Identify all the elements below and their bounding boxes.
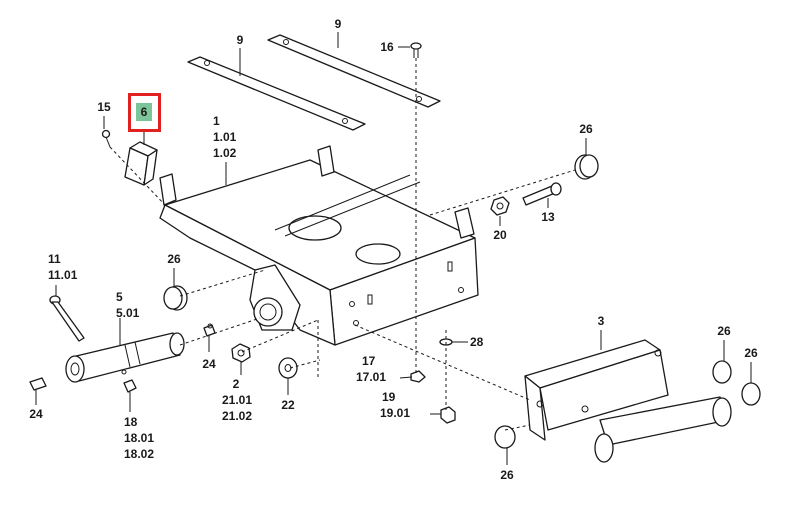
- nut-part-20[interactable]: [490, 196, 510, 216]
- washer-part-22[interactable]: [278, 357, 298, 379]
- callout-17[interactable]: 17: [362, 354, 376, 368]
- frame-part-1[interactable]: [159, 145, 479, 346]
- bushing-part-26-left[interactable]: [163, 285, 188, 311]
- callout-26-bottom[interactable]: 26: [500, 468, 514, 482]
- callout-19[interactable]: 19: [382, 390, 396, 404]
- bolt-part-11[interactable]: [49, 295, 85, 342]
- callout-16[interactable]: 16: [380, 40, 394, 54]
- strip-part-9-left[interactable]: [187, 56, 366, 131]
- callout-18[interactable]: 18: [124, 415, 138, 429]
- callout-21-01[interactable]: 21.01: [222, 393, 253, 407]
- callout-15[interactable]: 15: [97, 100, 111, 114]
- assembly-line-26-left: [179, 269, 266, 297]
- assembly-line-3: [354, 324, 531, 401]
- callout-20[interactable]: 20: [493, 228, 507, 242]
- assembly-line-washer: [289, 359, 321, 369]
- pin-part-5[interactable]: [65, 332, 185, 383]
- callout-26-left[interactable]: 26: [167, 252, 181, 266]
- block-part-6[interactable]: [124, 141, 158, 186]
- callout-5-01[interactable]: 5.01: [116, 306, 140, 320]
- callout-26-right-a[interactable]: 26: [717, 324, 731, 338]
- assembly-line-26-bottom: [504, 424, 531, 431]
- callout-21-02[interactable]: 21.02: [222, 409, 253, 423]
- screw-part-15[interactable]: [101, 129, 111, 148]
- callout-11-01[interactable]: 11.01: [48, 268, 78, 282]
- callout-26-top-right[interactable]: 26: [579, 122, 593, 136]
- callout-9-left[interactable]: 9: [236, 33, 244, 47]
- assembly-line-15: [109, 146, 166, 206]
- nut-part-2[interactable]: [231, 343, 251, 363]
- callout-18-02[interactable]: 18.02: [124, 447, 155, 461]
- assembly-line-nut-2: [241, 319, 319, 353]
- callout-22[interactable]: 22: [281, 398, 295, 412]
- bushing-part-26-bottom[interactable]: [494, 425, 516, 449]
- assembly-line-13: [429, 169, 576, 216]
- bushing-part-26-right-b[interactable]: [741, 382, 761, 406]
- callout-5[interactable]: 5: [116, 290, 123, 304]
- callout-2[interactable]: 2: [232, 377, 240, 391]
- callout-28[interactable]: 28: [470, 335, 484, 349]
- bolt-part-18[interactable]: [123, 379, 137, 393]
- callout-26-right-b[interactable]: 26: [744, 346, 758, 360]
- bolt-part-13[interactable]: [522, 182, 562, 206]
- bushing-part-26-top-right[interactable]: [574, 154, 599, 180]
- nut-part-17[interactable]: [410, 370, 426, 383]
- callout-11[interactable]: 11: [48, 252, 61, 266]
- callout-24-middle[interactable]: 24: [202, 357, 216, 371]
- callout-6[interactable]: 6: [140, 105, 148, 119]
- bracket-part-3[interactable]: [524, 339, 732, 463]
- callout-24-left[interactable]: 24: [29, 407, 43, 421]
- callout-1-01[interactable]: 1.01: [213, 130, 237, 144]
- grease-nipple-part-24-left[interactable]: [29, 377, 47, 391]
- callout-1[interactable]: 1: [213, 114, 220, 128]
- nut-part-19[interactable]: [440, 406, 456, 424]
- grease-nipple-part-24-middle[interactable]: [203, 323, 216, 337]
- callout-18-01[interactable]: 18.01: [124, 431, 155, 445]
- screw-part-16[interactable]: [410, 42, 422, 58]
- callout-13[interactable]: 13: [541, 210, 555, 224]
- callout-3[interactable]: 3: [597, 314, 605, 328]
- assembly-line-pin: [179, 317, 261, 346]
- strip-part-9-right[interactable]: [267, 34, 441, 108]
- highlight-box: [128, 93, 161, 132]
- callout-9-right[interactable]: 9: [334, 17, 342, 31]
- callout-1-02[interactable]: 1.02: [213, 146, 237, 160]
- callout-17-01[interactable]: 17.01: [356, 370, 387, 384]
- bushing-part-26-right-a[interactable]: [712, 360, 732, 384]
- callout-19-01[interactable]: 19.01: [380, 406, 411, 420]
- highlight-fill: [136, 103, 152, 121]
- leader-17: [399, 376, 413, 379]
